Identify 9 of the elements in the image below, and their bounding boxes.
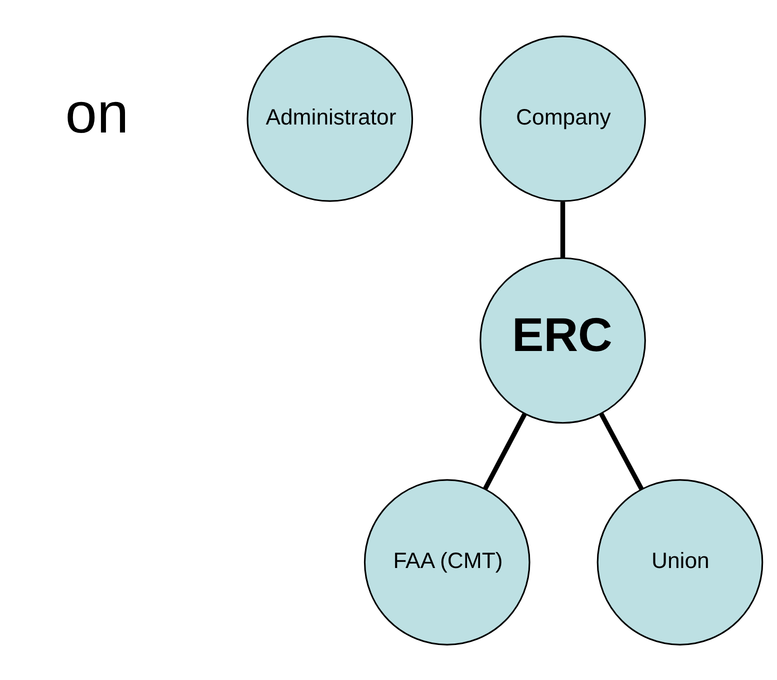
connector: [482, 412, 527, 490]
node-circle: ERC: [480, 256, 646, 424]
node-circle: Administrator: [246, 35, 414, 202]
connector: [599, 412, 644, 490]
node-circle: Union: [596, 478, 764, 645]
connector: [560, 201, 566, 257]
label: on: [65, 81, 129, 146]
node-circle: FAA (CMT): [364, 478, 530, 645]
node-circle: Company: [480, 35, 646, 202]
